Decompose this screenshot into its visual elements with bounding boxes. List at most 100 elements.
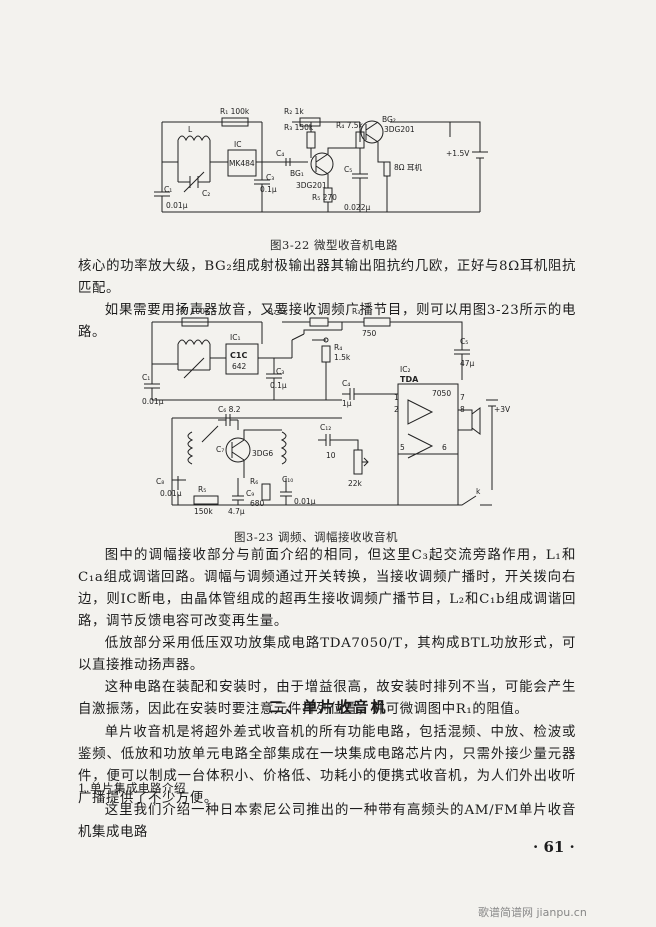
c7-label: C₇ [216,445,224,454]
f23-inductor-l2 [187,431,194,465]
ic2-tda7050 [397,383,459,455]
c12-value: 10 [326,451,336,460]
section-heading: 二、单片收音机 [268,698,388,716]
f23-c5-value: 47μ [460,359,475,368]
figure-3-23-circuit: R₁ 100k R₂ 1k R₃ 750 IC₁ C1C 642 C₁ 0.01… [142,300,514,525]
f23-r4-label: R₄ [334,343,342,352]
f23-inductor-l1 [177,339,211,346]
paragraph-assembly: 这种电路在装配和安装时，由于增益很高，故安装时排列不当，可能会产生自激振荡，因此… [78,680,576,717]
earphone-label: 8Ω 耳机 [394,162,422,172]
inductor-l [177,135,211,142]
paragraph-single-chip: 单片收音机是将超外差式收音机的所有功能电路，包括混频、中放、检波或鉴频、低放和功… [78,725,576,806]
paragraph-block-4: 这里我们介绍一种日本索尼公司推出的一种带有高频头的AM/FM单片收音机集成电路 [78,800,576,844]
c10-value: 0.01μ [294,497,316,506]
c5-value: 0.022μ [344,203,370,212]
c1-value: 0.01μ [166,201,188,210]
c12-label: C₁₂ [320,423,331,432]
pin-7: 7 [460,393,465,402]
ic1-name: C1C [230,351,247,360]
earphone [383,161,391,177]
f23-r3-value: 750 [362,329,377,338]
ic1-label: IC₁ [230,333,240,342]
c2-label: C₂ [202,189,210,198]
paragraph-block-1: 核心的功率放大级，BG₂组成射极输出器其输出阻抗约几欧，正好与8Ω耳机阻抗匹配。… [78,256,576,344]
q-type: 3DG6 [252,449,273,458]
volume-pot [353,449,363,475]
figure-3-23-caption: 图3-23 调频、调幅接收收音机 [234,530,398,544]
f23-c3-label: C₃ [276,367,284,376]
pin-1: 1 [394,393,399,402]
pot-value: 22k [348,479,363,488]
c10-label: C₁₀ [282,475,293,484]
f23-c5-label: C₅ [460,337,468,346]
ic-mk484 [227,149,257,177]
f23-c1-label: C₁ [142,373,150,382]
bg2-transistor [360,120,384,144]
f23-r5-value: 150k [194,507,213,516]
r3-resistor [306,131,316,149]
f23-c1-value: 0.01μ [142,397,164,406]
am-fm-switch [291,329,342,358]
f23-r6-value: 680 [250,499,265,508]
c8-label: C₈ [156,477,164,486]
pin-2: 2 [394,405,399,414]
figure-3-22-caption: 图3-22 微型收音机电路 [270,238,398,252]
c8-value: 0.01μ [160,489,182,498]
c6-label: C₆ 8.2 [218,405,241,414]
f23-c4-label: C₄ [342,379,350,388]
r2-label: R₂ 1k [284,107,304,116]
paragraph-sony: 这里我们介绍一种日本索尼公司推出的一种带有高频头的AM/FM单片收音机集成电路 [78,803,576,840]
supply-label: +1.5V [446,149,470,158]
c3-label: C₃ [266,173,274,182]
r3-label: R₃ 150k [284,123,314,132]
pin-5: 5 [400,443,405,452]
bg2-type: 3DG201 [384,125,415,134]
paragraph-block-2: 图中的调幅接收部分与前面介绍的相同，但这里C₃起交流旁路作用，L₁和C₁a组成调… [78,545,576,721]
bg1-label: BG₁ [290,169,304,178]
f23-c3-value: 0.1μ [270,381,287,390]
f23-r6-resistor [261,483,271,501]
f23-r1-resistor [181,317,209,327]
f23-supply-label: +3V [494,405,511,414]
ic-label: IC [234,140,241,149]
pin-6: 6 [442,443,447,452]
paragraph-amplifier: 低放部分采用低压双功放集成电路TDA7050/T，其构成BTL功放形式，可以直接… [78,636,576,673]
ic1-c1c642 [225,343,259,375]
ic2-label: IC₂ [400,365,410,374]
c9-label: C₉ [246,489,254,498]
f23-r2-label: R₂ 1k [268,307,288,316]
c3-value: 0.1μ [260,185,277,194]
f23-r2-resistor [309,317,329,327]
r1-label: R₁ 100k [220,107,250,116]
subheading: 1.单片集成电路介绍 [78,781,186,795]
r5-label: R₅ 270 [312,193,337,202]
power-switch [172,495,492,506]
bg1-transistor [310,152,334,176]
f23-r4-resistor [321,345,331,363]
paragraph-tuning: 图中的调幅接收部分与前面介绍的相同，但这里C₃起交流旁路作用，L₁和C₁a组成调… [78,548,576,629]
l-label: L [188,125,193,134]
f23-r5-label: R₅ [198,485,206,494]
page-number: · 61 · [533,838,575,856]
f23-r3-label: R₃ [352,307,360,316]
f23-c4-value: 1μ [342,399,352,408]
ic1-number: 642 [232,362,247,371]
bg1-type: 3DG201 [296,181,327,190]
f23-r4-value: 1.5k [334,353,351,362]
figure-3-22-circuit: R₁ 100k L C₂ IC MK484 C₁ 0.01μ C₃ 0.1μ R… [150,92,490,227]
tda-label: TDA [400,375,419,384]
bg2-label: BG₂ [382,115,396,124]
f23-r5-resistor [193,495,219,505]
paragraph-continued: 核心的功率放大级，BG₂组成射极输出器其输出阻抗约几欧，正好与8Ω耳机阻抗匹配。 [78,259,576,296]
f23-r3-resistor [363,317,391,327]
r4-label: R₄ 7.5k [336,121,364,130]
c1-label: C₁ [164,185,172,194]
watermark: 歌谱简谱网 jianpu.cn [478,906,587,919]
r1-resistor [221,117,249,127]
paragraph-block-3: 单片收音机是将超外差式收音机的所有功能电路，包括混频、中放、检波或鉴频、低放和功… [78,722,576,810]
r2-resistor [299,117,321,127]
f23-r6-label: R₆ [250,477,258,486]
amplifier-symbols [407,399,434,459]
fm-transistor [225,437,251,463]
c4-label: C₄ [276,149,284,158]
